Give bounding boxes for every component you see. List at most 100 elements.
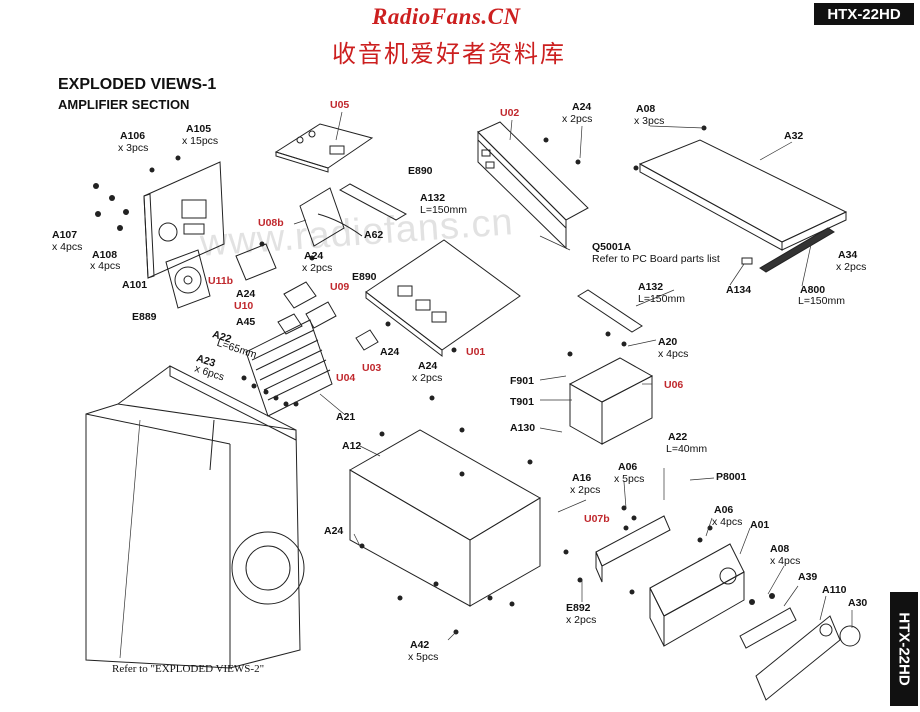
label-a06-a: A06 (618, 461, 638, 473)
e889-fan (165, 249, 211, 309)
leader-lines (119, 111, 853, 659)
label-a08-b: A08 (770, 543, 790, 555)
subwoofer-cabinet (85, 365, 305, 669)
label-a800-len: L=150mm (798, 295, 845, 307)
label-a45: A45 (236, 316, 256, 328)
label-a800: A800 (800, 284, 826, 296)
u06-board (568, 357, 654, 445)
screw-markers (93, 125, 775, 635)
label-a24-top: A24 (572, 101, 592, 113)
label-a130: A130 (510, 422, 536, 434)
label-a108: A108 (92, 249, 118, 261)
label-t901: T901 (510, 396, 534, 408)
label-a34: A34 (838, 249, 858, 261)
label-a107-qty: x 4pcs (52, 241, 83, 253)
label-f901: F901 (510, 375, 534, 387)
label-p8001: P8001 (716, 471, 747, 483)
label-a08-top-qty: x 3pcs (634, 115, 665, 127)
a132-bars (338, 183, 643, 333)
label-u08b: U08b (258, 217, 284, 229)
label-a132-a: A132 (420, 192, 446, 204)
u05-board (274, 123, 374, 173)
label-a24-d-qty: x 2pcs (412, 372, 443, 384)
label-a132-b: A132 (638, 281, 664, 293)
label-a24-top-qty: x 2pcs (562, 113, 593, 125)
label-a06-a-qty: x 5pcs (614, 473, 645, 485)
label-a39: A39 (798, 571, 818, 583)
label-a24-left: A24 (236, 288, 256, 300)
label-a134: A134 (726, 284, 752, 296)
label-a101: A101 (122, 279, 148, 291)
label-a32: A32 (784, 130, 804, 142)
a101-rear-panel (143, 161, 225, 279)
label-a132-b-len: L=150mm (638, 293, 685, 305)
label-u11b: U11b (208, 275, 234, 287)
site-title: RadioFans.CN (372, 4, 521, 29)
label-e890-b: E890 (352, 271, 377, 283)
label-a106-qty: x 3pcs (118, 142, 149, 154)
label-a20-qty: x 4pcs (658, 348, 689, 360)
label-u03: U03 (362, 362, 382, 374)
section-title: AMPLIFIER SECTION (58, 97, 190, 112)
label-a132-a-len: L=150mm (420, 204, 467, 216)
small-boards (235, 243, 379, 351)
label-a24-mid: A24 (304, 250, 324, 262)
label-e889: E889 (132, 311, 157, 323)
label-u02: U02 (500, 107, 520, 119)
label-a24-mid-qty: x 2pcs (302, 262, 333, 274)
label-u09: U09 (330, 281, 350, 293)
a800-strip (741, 227, 835, 273)
label-q5001a: Q5001A (592, 241, 632, 253)
label-u10: U10 (234, 300, 254, 312)
u08b-bracket (299, 187, 363, 247)
label-a22-b: A22 (668, 431, 688, 443)
front-trim-parts (739, 607, 861, 701)
label-a16: A16 (572, 472, 592, 484)
label-a12: A12 (342, 440, 362, 452)
footer-reference: Refer to "EXPLODED VIEWS-2" (112, 663, 265, 675)
page-title: EXPLODED VIEWS-1 (58, 76, 217, 93)
label-q5001a-ref: Refer to PC Board parts list (592, 253, 720, 265)
model-badge-side: HTX-22HD (890, 592, 918, 706)
label-a24-c: A24 (380, 346, 400, 358)
label-a21: A21 (336, 411, 356, 423)
label-u01: U01 (466, 346, 486, 358)
label-a06-b-qty: x 4pcs (712, 516, 743, 528)
u07b-board (595, 515, 671, 583)
label-a107: A107 (52, 229, 78, 241)
label-e892: E892 (566, 602, 591, 614)
a21-heatsink (245, 319, 333, 417)
a01-front-panel (649, 543, 745, 647)
a12-chassis (349, 429, 541, 607)
label-u06: U06 (664, 379, 684, 391)
label-e892-qty: x 2pcs (566, 614, 597, 626)
label-a08-b-qty: x 4pcs (770, 555, 801, 567)
label-e890-a: E890 (408, 165, 433, 177)
label-a62: A62 (364, 229, 384, 241)
label-a24-d: A24 (418, 360, 438, 372)
label-a08-top: A08 (636, 103, 656, 115)
label-u05: U05 (330, 99, 350, 111)
u02-board (477, 121, 589, 250)
label-a16-qty: x 2pcs (570, 484, 601, 496)
label-a105: A105 (186, 123, 212, 135)
label-a34-qty: x 2pcs (836, 261, 867, 273)
model-badge-top: HTX-22HD (814, 3, 914, 25)
label-a30: A30 (848, 597, 868, 609)
label-a105-qty: x 15pcs (182, 135, 219, 147)
label-u07b: U07b (584, 513, 610, 525)
a32-cover (638, 139, 848, 251)
label-a42-qty: x 5pcs (408, 651, 439, 663)
label-a22-b-len: L=40mm (666, 443, 708, 455)
label-a01: A01 (750, 519, 770, 531)
label-a108-qty: x 4pcs (90, 260, 121, 272)
label-a06-b: A06 (714, 504, 734, 516)
label-u04: U04 (336, 372, 356, 384)
label-a20: A20 (658, 336, 678, 348)
label-a106: A106 (120, 130, 146, 142)
u01-main-board (365, 239, 521, 358)
label-a110: A110 (822, 584, 847, 596)
label-a42: A42 (410, 639, 430, 651)
site-subtitle-cn: 收音机爱好者资料库 (332, 40, 566, 68)
